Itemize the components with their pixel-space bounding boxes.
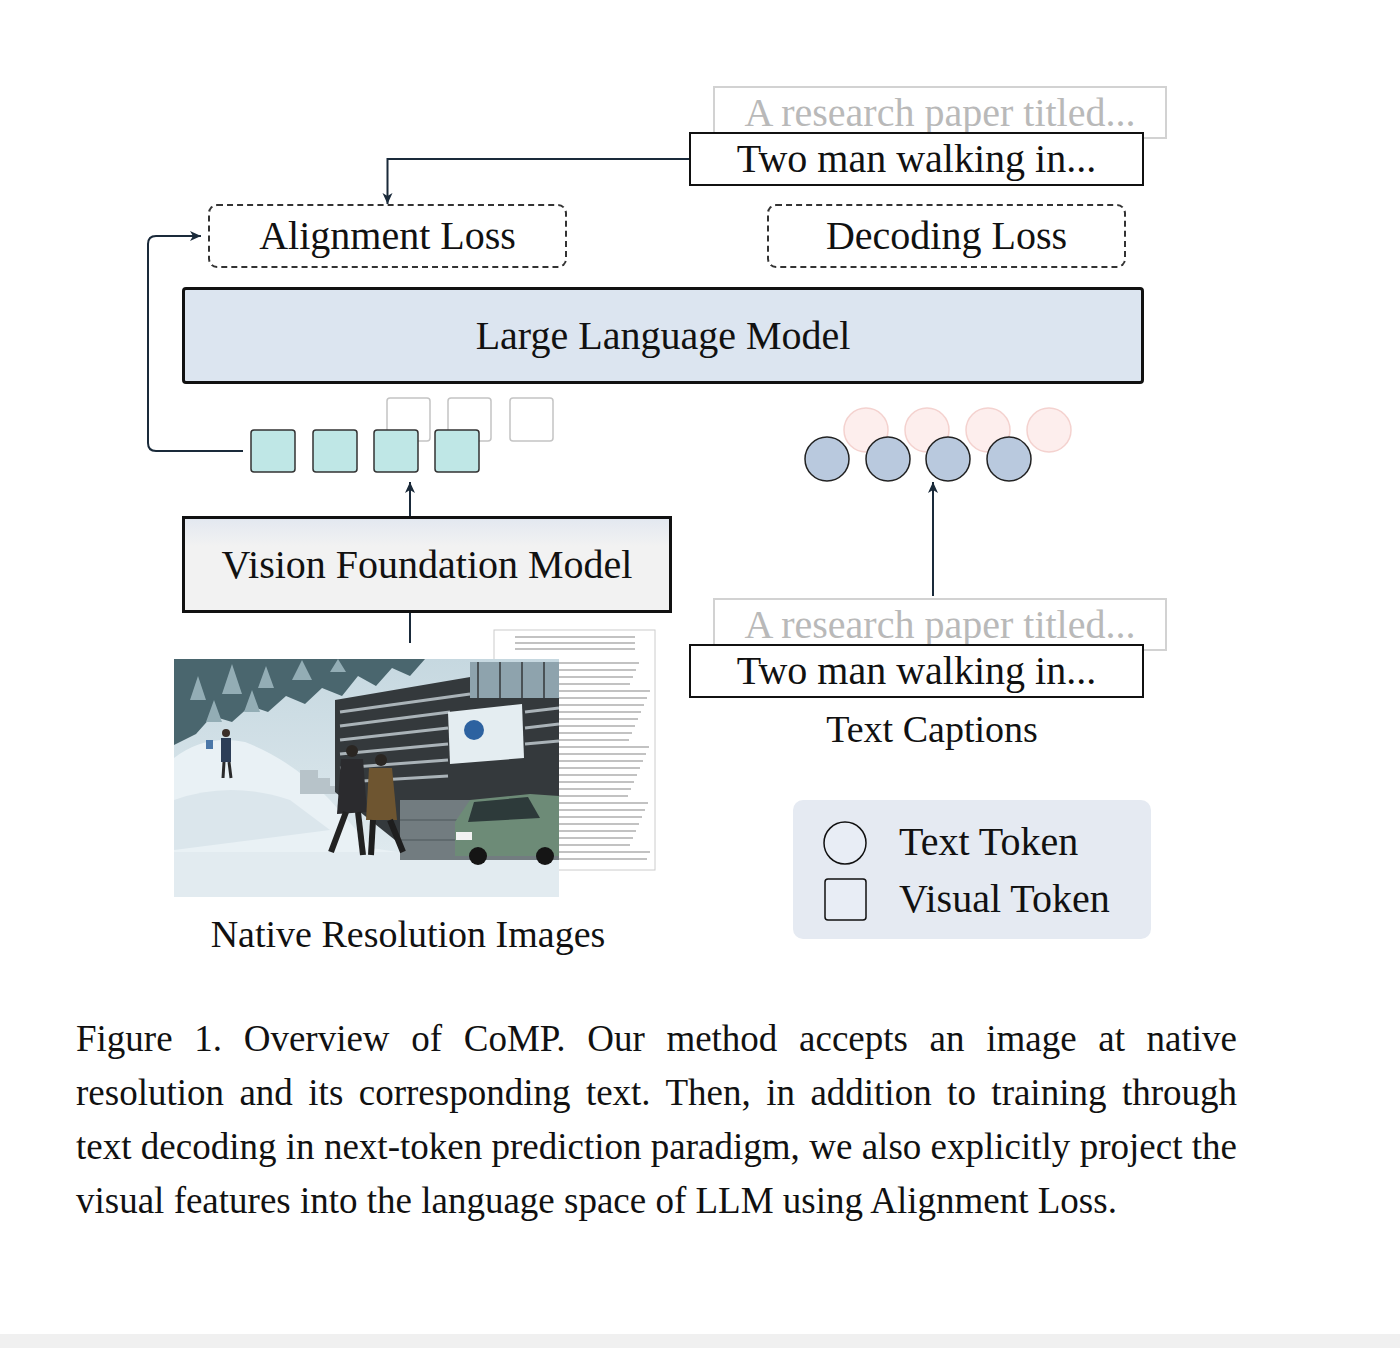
photo-illustration [456,832,472,840]
node-text: Alignment Loss [259,216,516,256]
node-text: Two man walking in... [737,651,1096,691]
loss-box: Alignment Loss [208,204,567,268]
text-token [926,437,970,481]
photo-illustration [174,659,559,897]
leader-arrows [409,482,411,516]
photo-illustration [190,659,346,722]
legend-text: Visual Token [899,879,1110,919]
photo-illustration [543,662,545,698]
visual-token [374,430,418,472]
connector-arrow [388,159,690,204]
faded-visual-token [510,398,553,441]
paper-text-line [515,636,635,638]
photo-illustration [470,662,559,698]
photo-illustration [536,847,554,865]
legend-square [825,879,866,920]
photo-illustration [366,768,397,820]
legend-entry: Visual Token [793,874,1151,924]
photo-illustration [223,762,224,778]
photo-illustration [375,754,387,766]
photo-illustration [521,662,523,698]
caption-box: Two man walking in... [689,132,1144,186]
figure-label: Text Captions [826,709,1038,751]
figure-caption: Figure 1. Overview of CoMP. Our method a… [76,1012,1237,1228]
leader-arrows [409,613,411,643]
photo-illustration [468,797,540,822]
photo-illustration [331,812,346,852]
photo-illustration [455,794,559,856]
faded-text-token [1027,408,1071,452]
legend-box: Text TokenVisual Token [793,800,1151,939]
node-text: Vision Foundation Model [222,545,633,585]
photo-illustration [340,728,448,740]
node-text: A research paper titled... [745,93,1136,133]
legend-sample [821,819,869,867]
legend-circle [824,822,866,864]
photo-illustration [222,729,230,737]
loss-box: Decoding Loss [767,204,1126,268]
photo-illustration [174,790,330,850]
leader-arrows [932,482,934,596]
model-box: Vision Foundation Model [182,516,672,613]
legend-text: Text Token [899,822,1078,862]
text-token [866,437,910,481]
node-text: Two man walking in... [737,139,1096,179]
visual-token [435,430,479,472]
text-token [987,437,1031,481]
figure-label: Native Resolution Images [211,914,606,956]
visual-token [251,430,295,472]
photo-illustration [337,759,367,814]
photo-illustration [464,720,484,740]
photo-illustration [448,704,524,764]
visual-token [251,430,479,472]
photo-illustration [346,745,358,757]
text-token [805,437,1031,481]
photo-illustration [340,712,450,726]
model-box: Large Language Model [182,287,1144,384]
photo-illustration [390,820,403,852]
paper-text-line [515,642,635,644]
photo-illustration [525,708,559,712]
photo-illustration [371,820,373,855]
photo-illustration [469,847,487,865]
photo-illustration [229,762,231,778]
node-text: Decoding Loss [826,216,1067,256]
legend-sample [821,876,869,924]
text-token [805,437,849,481]
photo-illustration [499,662,501,698]
paper-text-line [515,648,635,650]
photo-illustration [335,662,559,860]
photo-illustration [174,659,559,897]
photo-illustration [206,740,213,749]
photo-illustration [221,738,231,762]
legend-entry: Text Token [793,817,1151,867]
caption-box: Two man walking in... [689,644,1144,698]
node-text: Large Language Model [476,316,851,356]
photo-illustration [340,694,470,712]
node-text: A research paper titled... [745,605,1136,645]
photo-illustration [358,812,363,855]
bottom-strip [0,1334,1400,1348]
photo-illustration [525,724,559,728]
visual-token [313,430,357,472]
photo-illustration [525,741,559,744]
photo-illustration [477,662,479,698]
